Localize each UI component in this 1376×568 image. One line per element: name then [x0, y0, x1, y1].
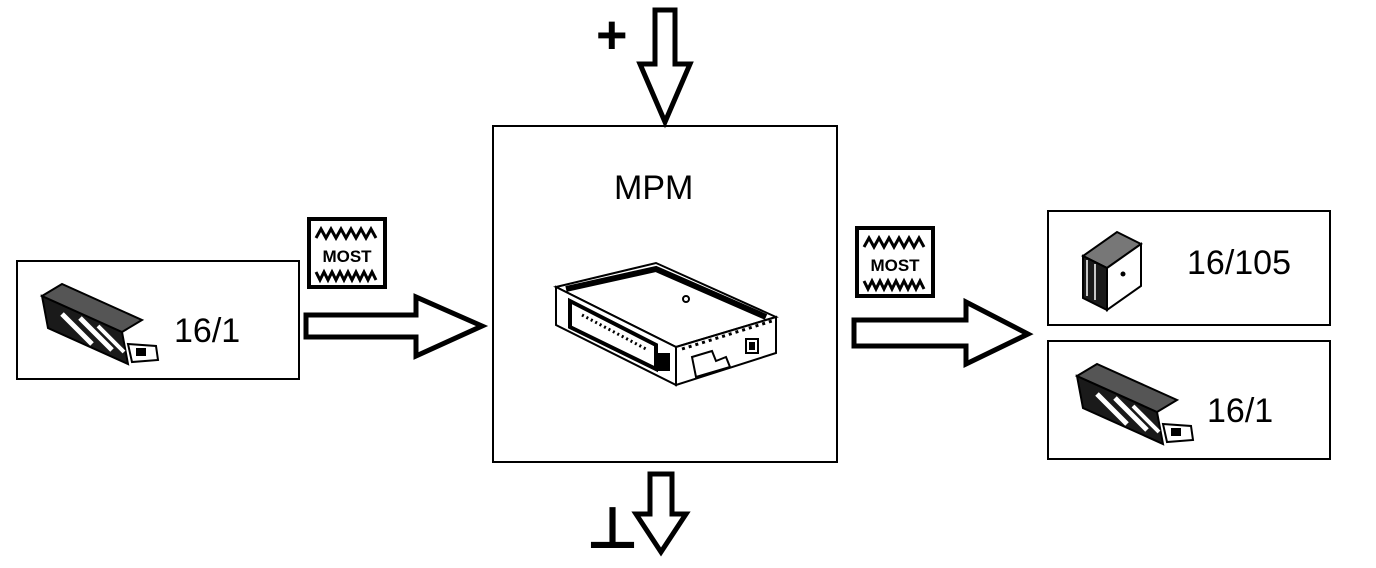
output-node-label-2: 16/1: [1207, 392, 1274, 430]
input-signal-arrow: [303, 293, 489, 360]
mpm-module-label: MPM: [614, 169, 694, 207]
input-node-box: 16/1: [16, 260, 300, 380]
diagnostic-connector-icon: [39, 282, 160, 366]
mpm-module-box: MPM: [492, 125, 838, 463]
ground-symbol: ⊥: [586, 496, 640, 561]
most-badge-text-left: MOST: [322, 247, 372, 266]
connector-plug-icon: [1081, 230, 1143, 312]
output-node-box-2: 16/1: [1047, 340, 1331, 460]
most-bus-badge-left: MOST: [307, 217, 387, 289]
input-node-label: 16/1: [174, 312, 241, 350]
most-bus-badge-right: MOST: [855, 226, 935, 298]
output-signal-arrow: [851, 297, 1034, 368]
ground-arrow: [631, 471, 691, 557]
diagnostic-connector-icon: [1074, 362, 1195, 446]
power-supply-symbol: +: [596, 5, 628, 65]
most-badge-text-right: MOST: [870, 256, 920, 275]
output-node-box-1: 16/105: [1047, 210, 1331, 326]
power-supply-arrow: [636, 7, 694, 129]
radio-receiver-icon: [553, 261, 779, 387]
output-node-label-1: 16/105: [1187, 244, 1291, 282]
